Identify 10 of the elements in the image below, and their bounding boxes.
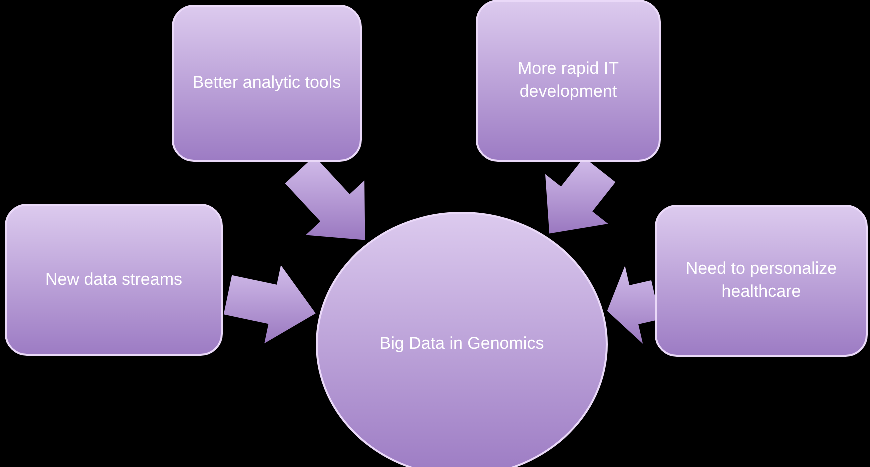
block-arrow <box>224 265 316 344</box>
rounded-box <box>655 205 868 357</box>
node-label: More rapid IT development <box>516 58 620 103</box>
node-label: Need to personalize healthcare <box>684 258 838 303</box>
rounded-box <box>476 0 661 162</box>
node-label: Big Data in Genomics <box>380 333 544 356</box>
node-label: New data streams <box>46 268 182 291</box>
node-label: Better analytic tools <box>192 72 342 94</box>
rounded-box <box>5 204 223 356</box>
rounded-box <box>172 5 362 162</box>
